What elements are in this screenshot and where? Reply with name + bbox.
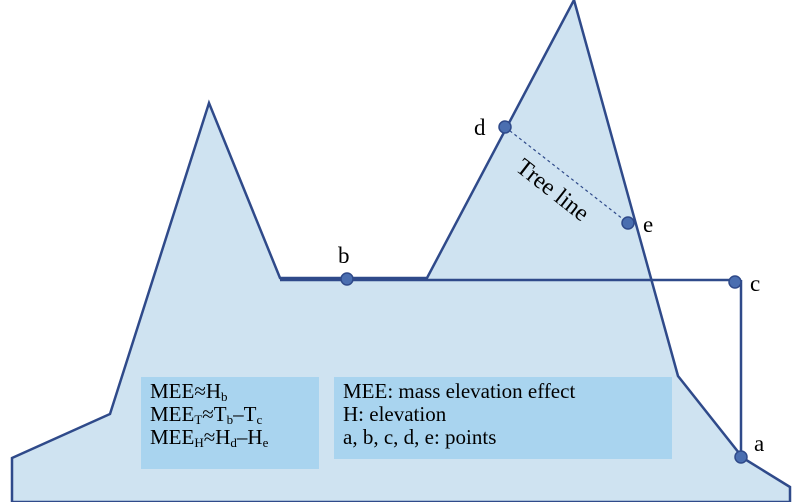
formula-mee-t-sub: T — [194, 412, 203, 427]
formula-mee-h-text: MEE — [150, 425, 195, 449]
point-e — [621, 216, 635, 230]
formula-mee-h-term2-sub: e — [262, 435, 269, 450]
point-label-d: d — [474, 115, 486, 140]
formula-mee-h-term1: ≈H — [203, 425, 231, 449]
legend-points: a, b, c, d, e: points — [343, 425, 497, 449]
formula-mee-t-term2: –T — [233, 402, 257, 426]
mountain-massif — [10, 0, 792, 502]
point-a — [734, 450, 748, 464]
formula-mee-t-term2-sub: c — [256, 412, 263, 427]
formula-mee-t-term1-sub: b — [226, 412, 234, 427]
formula-mee-h: MEEH≈Hd–He — [150, 425, 319, 450]
legend-elevation: H: elevation — [343, 402, 447, 426]
formula-mee-t: MEET≈Tb–Tc — [150, 402, 319, 427]
legend-mee: MEE: mass elevation effect — [343, 379, 576, 403]
formula-mee-t-text: MEE — [150, 402, 195, 426]
formula-mee-h-term2: –H — [236, 425, 263, 449]
formula-mee-h-sub: H — [194, 435, 204, 450]
point-c — [728, 275, 742, 289]
point-d — [498, 120, 512, 134]
formula-mee: MEE≈Hb — [150, 379, 319, 404]
point-label-e: e — [643, 212, 653, 237]
formula-mee-sub: b — [221, 389, 228, 404]
formula-mee-t-term1: ≈T — [202, 402, 227, 426]
point-label-a: a — [754, 431, 764, 456]
point-b — [340, 272, 354, 286]
formula-mee-text: MEE≈H — [150, 379, 222, 403]
tree-line-dashed — [504, 126, 629, 224]
formula-mee-h-term1-sub: d — [230, 435, 237, 450]
formula-box: MEE≈Hb MEET≈Tb–Tc MEEH≈Hd–He — [141, 377, 319, 469]
point-label-b: b — [338, 243, 350, 268]
point-label-c: c — [750, 271, 760, 296]
legend-box: MEE: mass elevation effect H: elevation … — [334, 377, 672, 459]
